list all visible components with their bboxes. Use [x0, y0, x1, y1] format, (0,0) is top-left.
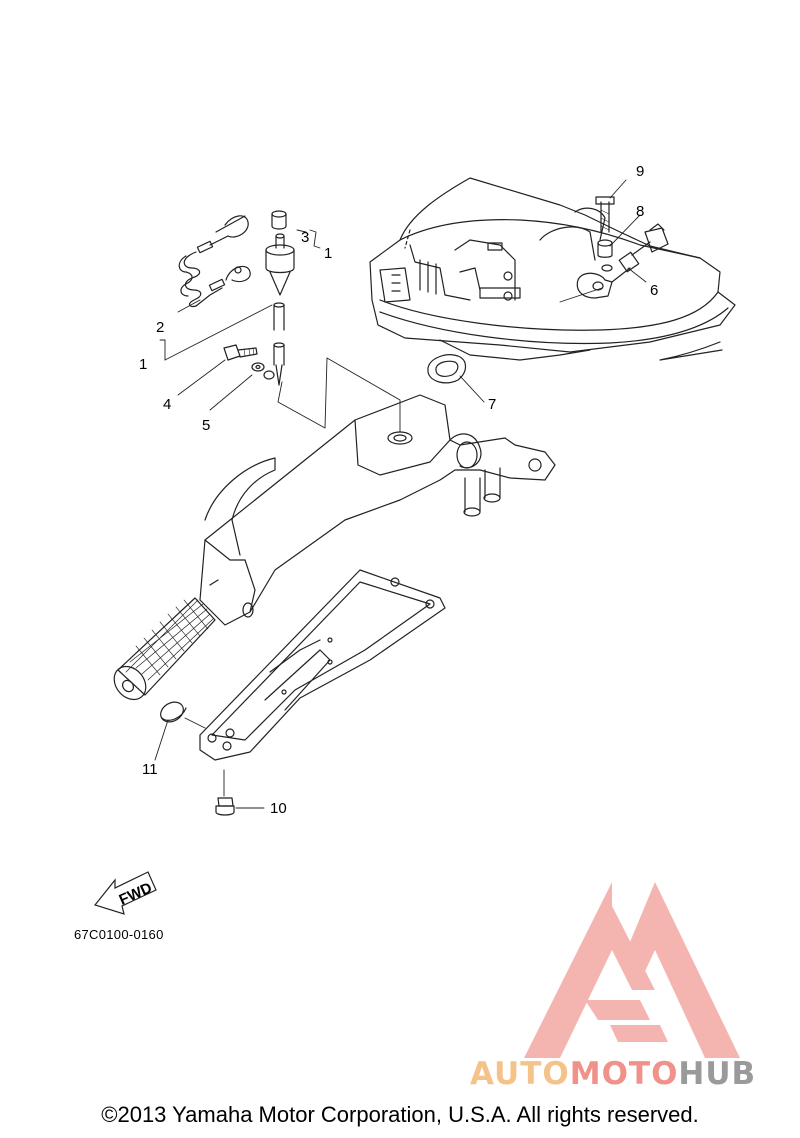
watermark-logo-icon	[524, 882, 740, 1058]
grommet	[427, 354, 467, 384]
watermark-brand: AUTOMOTOHUB	[470, 1056, 756, 1092]
callout-10: 10	[270, 800, 287, 817]
handle-bottom-cover	[199, 569, 446, 761]
bottom-cowling	[369, 177, 736, 361]
fwd-label: FWD	[117, 879, 155, 908]
steering-handle	[199, 394, 556, 626]
callout-2: 2	[156, 319, 164, 336]
fwd-arrow-icon: FWD	[93, 871, 157, 915]
callout-11: 11	[142, 761, 158, 778]
brand-part-hub: HUB	[678, 1056, 757, 1092]
end-cap	[160, 701, 187, 723]
diagram-part-code: 67C0100-0160	[74, 927, 164, 942]
screw-and-washer	[223, 344, 265, 372]
leader-lines	[154, 179, 647, 809]
brand-part-moto: MOTO	[569, 1056, 679, 1092]
copyright-notice: ©2013 Yamaha Motor Corporation, U.S.A. A…	[101, 1102, 699, 1127]
callout-4: 4	[163, 396, 171, 413]
bottom-screw	[215, 797, 235, 816]
brand-part-auto: AUTO	[470, 1056, 570, 1092]
callout-8: 8	[636, 203, 644, 220]
callout-6: 6	[650, 282, 658, 299]
callout-3: 3	[301, 229, 309, 246]
stop-switch	[263, 210, 295, 386]
callout-1-right: 1	[324, 245, 332, 262]
throttle-grip	[113, 597, 216, 701]
callout-5: 5	[202, 417, 210, 434]
callout-1-left: 1	[139, 356, 147, 373]
lanyard-cord	[178, 215, 251, 308]
callout-7: 7	[488, 396, 496, 413]
callout-9: 9	[636, 163, 644, 180]
wire-clamp-parts	[576, 196, 669, 299]
